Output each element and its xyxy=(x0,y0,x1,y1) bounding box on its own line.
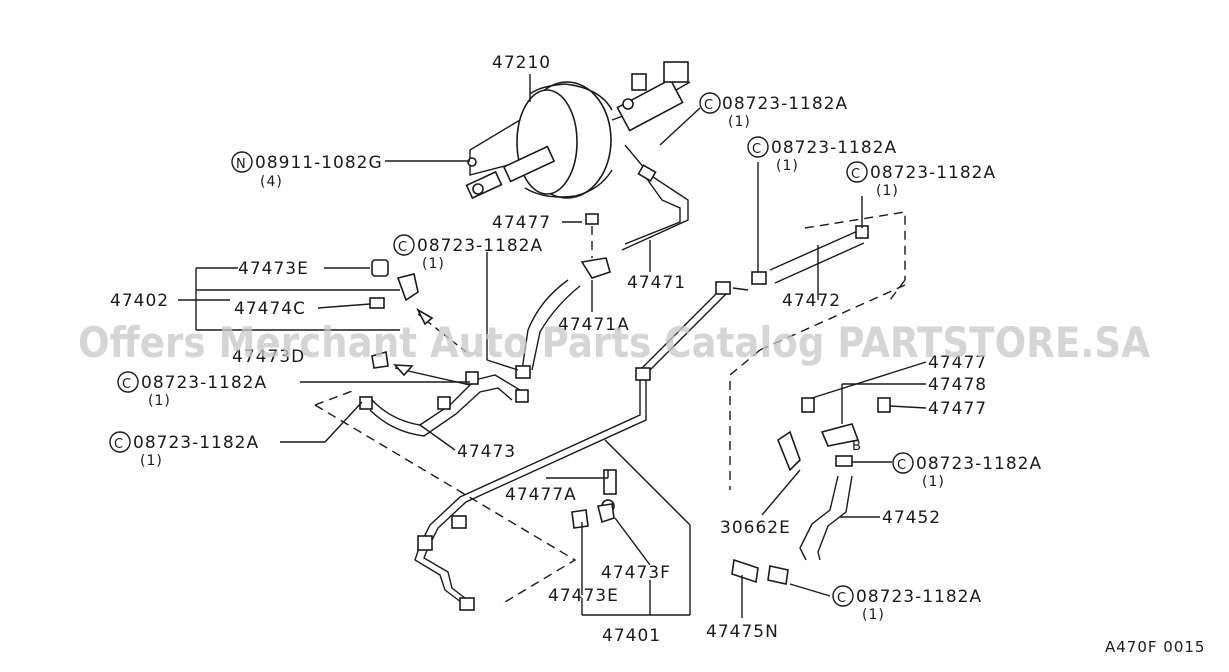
label-47478: 47478 xyxy=(928,375,987,395)
label-clamp-7: 08723-1182A xyxy=(916,454,1042,474)
symbol-n: N xyxy=(236,157,247,172)
symbol-c-1: C xyxy=(704,98,714,113)
outline-boxes xyxy=(314,211,906,606)
symbol-c-6: C xyxy=(114,437,124,452)
label-47402: 47402 xyxy=(110,291,169,311)
label-47471A: 47471A xyxy=(558,315,630,335)
symbol-c-4: C xyxy=(398,240,408,255)
qty-clamp-8: (1) xyxy=(862,607,885,623)
symbol-c-8: C xyxy=(837,591,847,606)
circled-symbols xyxy=(109,92,914,607)
label-47452: 47452 xyxy=(882,508,941,528)
label-47473F: 47473F xyxy=(601,563,671,583)
qty-clamp-7: (1) xyxy=(922,474,945,490)
hose-47473 xyxy=(359,371,529,437)
label-clamp-5: 08723-1182A xyxy=(141,373,267,393)
label-47473E-top: 47473E xyxy=(238,259,309,279)
qty-clamp-2: (1) xyxy=(776,158,799,174)
qty-clamp-1: (1) xyxy=(728,114,751,130)
label-clamp-3: 08723-1182A xyxy=(870,163,996,183)
brake-line-47401 xyxy=(414,281,749,611)
label-letter-b: B xyxy=(852,439,862,454)
symbol-c-7: C xyxy=(897,458,907,473)
label-47473: 47473 xyxy=(457,442,516,462)
label-47477-r2: 47477 xyxy=(928,399,987,419)
label-47477A: 47477A xyxy=(505,485,577,505)
label-47477-r1: 47477 xyxy=(928,353,987,373)
vacuum-hose-47471 xyxy=(621,144,689,251)
qty-08911: (4) xyxy=(260,174,283,190)
label-clamp-1: 08723-1182A xyxy=(722,94,848,114)
vacuum-valve-assembly xyxy=(731,397,891,585)
label-clamp-4: 08723-1182A xyxy=(417,236,543,256)
vacuum-hose-47472 xyxy=(751,225,869,285)
label-47475N: 47475N xyxy=(706,622,779,642)
label-30662E: 30662E xyxy=(720,518,791,538)
symbol-c-5: C xyxy=(122,377,132,392)
check-valve-assembly xyxy=(515,213,611,379)
label-47473E-bot: 47473E xyxy=(548,586,619,606)
watermark: Offers Merchant Auto Parts Catalog PARTS… xyxy=(78,318,1150,367)
label-clamp-2: 08723-1182A xyxy=(771,138,897,158)
qty-clamp-3: (1) xyxy=(876,183,899,199)
label-47473D: 47473D xyxy=(232,347,305,367)
label-08911-1082G: 08911-1082G xyxy=(255,153,383,173)
label-47471: 47471 xyxy=(627,273,686,293)
leader-lines xyxy=(178,74,927,618)
connector-group-47402 xyxy=(369,259,471,386)
part-labels: 47210 N 08911-1082G (4) C 08723-1182A (1… xyxy=(110,53,1042,646)
label-47210: 47210 xyxy=(492,53,551,73)
qty-clamp-6: (1) xyxy=(140,453,163,469)
label-47401: 47401 xyxy=(602,626,661,646)
label-47472: 47472 xyxy=(782,291,841,311)
clips-47473 xyxy=(571,469,617,529)
symbol-c-3: C xyxy=(851,167,861,182)
qty-clamp-4: (1) xyxy=(422,256,445,272)
label-clamp-6: 08723-1182A xyxy=(133,433,259,453)
label-clamp-8: 08723-1182A xyxy=(856,587,982,607)
diagram-code: A470F 0015 xyxy=(1105,638,1205,656)
label-47477-top: 47477 xyxy=(492,213,551,233)
label-47474C: 47474C xyxy=(234,299,306,319)
symbol-c-2: C xyxy=(752,142,762,157)
qty-clamp-5: (1) xyxy=(148,393,171,409)
brake-booster xyxy=(465,61,691,200)
